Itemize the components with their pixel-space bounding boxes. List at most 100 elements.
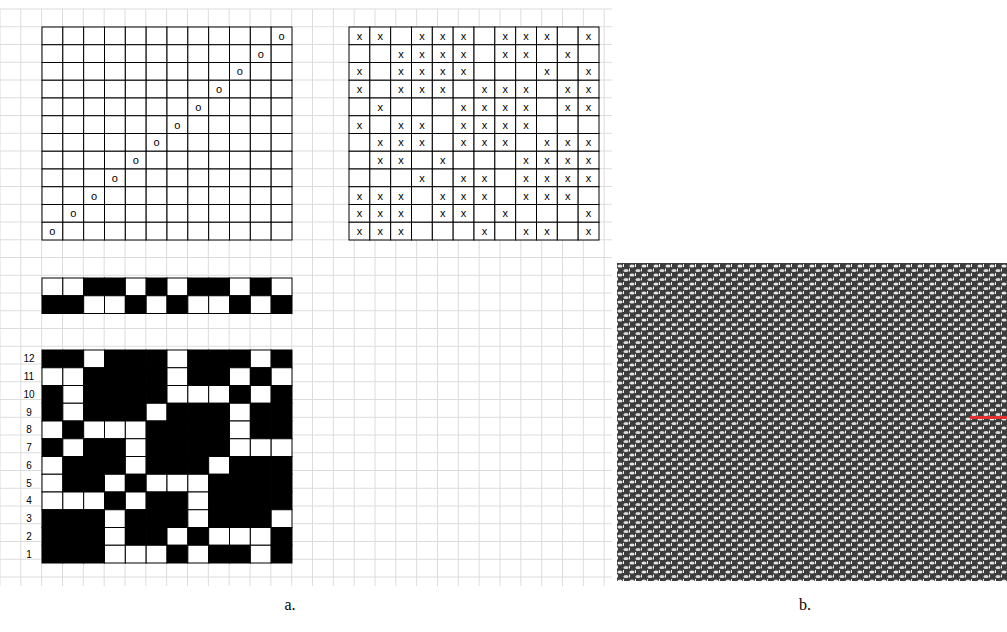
tieup-mark: x [461,172,467,184]
grid-cell [537,27,558,45]
grid-cell [474,98,495,116]
grid-cell [188,510,209,528]
grid-cell [412,187,433,205]
red-marker [970,416,1007,419]
grid-cell [349,116,370,134]
grid-cell [125,278,146,296]
grid-cell [412,169,433,187]
grid-cell [516,205,537,223]
grid-cell [125,151,146,169]
grid-cell [167,350,188,368]
grid-cell [105,545,126,563]
tieup-mark: x [440,65,446,77]
grid-cell [537,80,558,98]
tieup-mark: x [586,207,592,219]
grid-cell [146,350,167,368]
tieup-mark: x [586,172,592,184]
grid-cell [42,98,63,116]
grid-cell [209,98,230,116]
grid-cell [209,457,230,475]
grid-cell [167,492,188,510]
grid-cell [125,63,146,81]
grid-cell [125,545,146,563]
grid-cell [167,98,188,116]
grid-cell [105,205,126,223]
tieup-mark: x [440,48,446,60]
grid-cell [146,222,167,240]
grid-cell [516,80,537,98]
grid-cell [557,27,578,45]
tieup-mark: x [565,83,571,95]
grid-cell [578,116,599,134]
grid-cell [42,151,63,169]
grid-cell [453,205,474,223]
grid-cell [412,27,433,45]
draft-grids [42,27,599,563]
sheet-line [0,275,612,276]
grid-cell [188,205,209,223]
grid-cell [391,222,412,240]
grid-cell [167,80,188,98]
grid-cell [578,169,599,187]
grid-cell [349,98,370,116]
grid-cell [271,169,292,187]
tieup-mark: x [482,119,488,131]
grid-cell [391,151,412,169]
grid-cell [42,116,63,134]
grid-cell [146,98,167,116]
grid-cell [271,296,292,314]
grid-cell [537,151,558,169]
grid-cell [105,350,126,368]
tieup-mark: x [482,136,488,148]
grid-cell [271,187,292,205]
grid-cell [209,386,230,404]
grid-cell [188,27,209,45]
grid-cell [495,116,516,134]
grid-cell [516,63,537,81]
grid-cell [146,510,167,528]
grid-cell [412,116,433,134]
grid-cell [495,151,516,169]
threading-mark: o [279,30,285,42]
tieup-mark: x [544,154,550,166]
grid-cell [370,187,391,205]
grid-cell [84,545,105,563]
tieup-mark: x [357,30,363,42]
grid-cell [63,134,84,152]
grid-cell [63,63,84,81]
grid-cell [188,134,209,152]
tieup-mark: x [461,207,467,219]
grid-cell [167,63,188,81]
grid-cell [188,474,209,492]
grid-cell [167,45,188,63]
grid-cell [42,457,63,475]
grid-cell [167,222,188,240]
tieup-mark: x [503,83,509,95]
grid-cell [63,368,84,386]
grid-cell [146,169,167,187]
grid-cell [167,278,188,296]
grid-cell [537,116,558,134]
grid-cell [230,368,251,386]
grid-cell [84,492,105,510]
threading-mark: o [91,190,97,202]
grid-cell [250,510,271,528]
grid-cell [453,134,474,152]
grid-cell [349,169,370,187]
grid-cell [42,403,63,421]
grid-cell [271,386,292,404]
grid-cell [516,116,537,134]
grid-cell [516,98,537,116]
grid-cell [230,187,251,205]
grid-cell [125,134,146,152]
grid-cell [42,350,63,368]
grid-cell [125,98,146,116]
grid-cell [250,151,271,169]
grid-cell [146,27,167,45]
tieup-mark: x [503,136,509,148]
row-number: 12 [23,353,34,364]
grid-cell [412,222,433,240]
grid-cell [516,45,537,63]
grid-cell [474,222,495,240]
grid-cell [578,151,599,169]
